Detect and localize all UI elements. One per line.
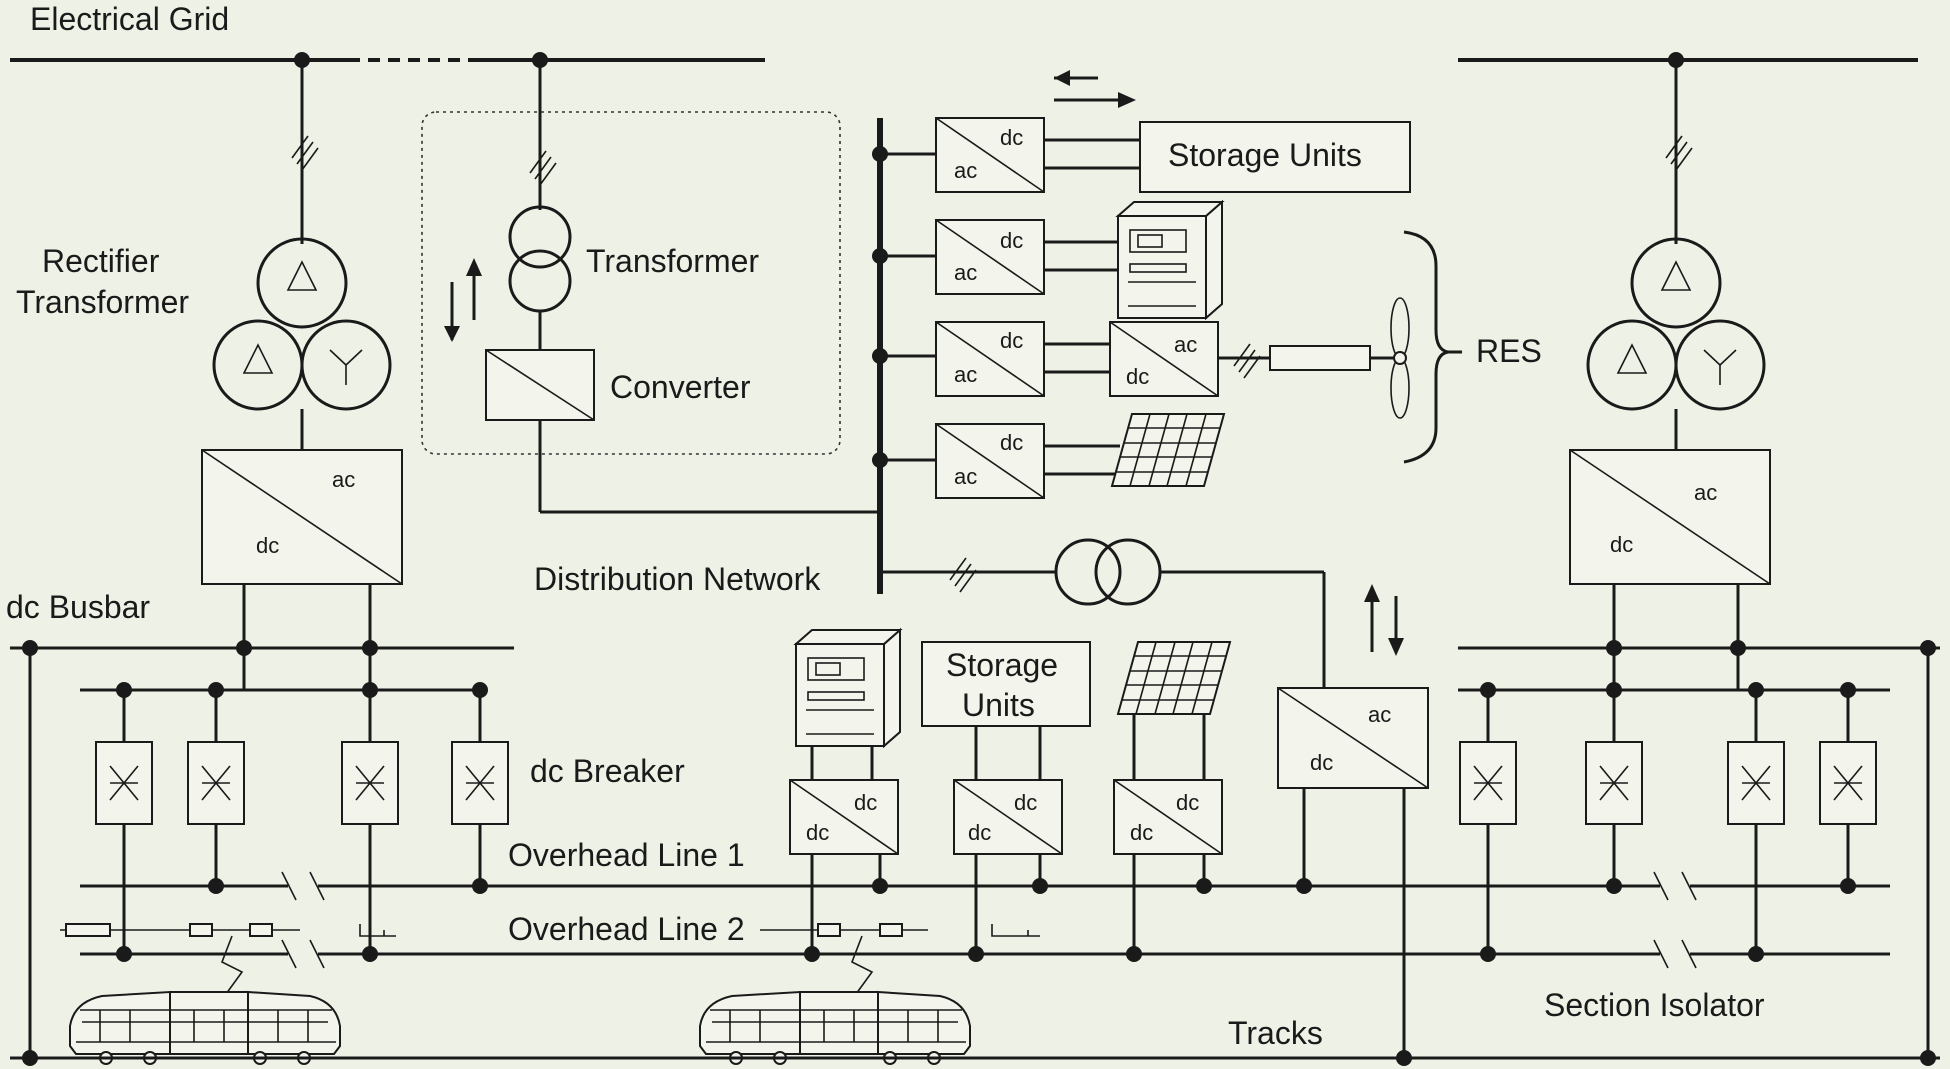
wind-branch xyxy=(880,230,1462,464)
overhead-line-1-label: Overhead Line 1 xyxy=(508,837,745,873)
trackside-solar-unit xyxy=(1113,641,1231,954)
distribution-network-label: Distribution Network xyxy=(534,561,821,597)
cabinet-icon xyxy=(1117,201,1223,319)
section-isolator-label: Section Isolator xyxy=(1544,987,1765,1023)
electrical-grid-right xyxy=(1458,52,1918,648)
rectifier-label-line2: Transformer xyxy=(16,284,189,320)
rectifier-transformer-left xyxy=(212,60,392,450)
storage-top-conv-ac: ac xyxy=(954,158,977,183)
trackside-cab-dc-bottom: dc xyxy=(806,820,829,845)
rectifier-right-dc: dc xyxy=(1610,532,1633,557)
storage-units-mid-line2: Units xyxy=(962,687,1035,723)
cabinet-branch xyxy=(880,201,1223,319)
storage-branch-top xyxy=(880,70,1411,193)
solar-branch-top xyxy=(880,413,1225,499)
dc-breaker-icon xyxy=(1585,741,1643,825)
res-label: RES xyxy=(1476,333,1542,369)
transformer-label: Transformer xyxy=(586,243,759,279)
catenary-left xyxy=(60,923,396,995)
solar-top-conv-ac: ac xyxy=(954,464,977,489)
wind-conv2-ac: ac xyxy=(1174,332,1197,357)
substation-box xyxy=(421,111,841,455)
grid-feeder-transformer xyxy=(485,60,880,514)
overhead-line-2-label: Overhead Line 2 xyxy=(508,911,745,947)
dc-breaker-icon xyxy=(341,741,399,825)
dc-breaker-icon xyxy=(451,741,509,825)
solar-panel-icon xyxy=(1117,641,1231,715)
tracks-label: Tracks xyxy=(1228,1015,1323,1051)
trackside-stor-dc-bottom: dc xyxy=(968,820,991,845)
cabinet-conv-ac: ac xyxy=(954,260,977,285)
dc-breaker-icon xyxy=(1819,741,1877,825)
wind-conv2-dc: dc xyxy=(1126,364,1149,389)
wind-conv1-dc: dc xyxy=(1000,328,1023,353)
trackside-solar-dc-top: dc xyxy=(1176,790,1199,815)
trackside-cab-dc-top: dc xyxy=(854,790,877,815)
rectifier-converter-left xyxy=(201,449,403,585)
dc-breaker-icon xyxy=(1459,741,1517,825)
converter-label: Converter xyxy=(610,369,751,405)
wind-conv1-ac: ac xyxy=(954,362,977,387)
bidirectional-arrows-transformer xyxy=(444,258,482,342)
dc-breaker-icon xyxy=(187,741,245,825)
train-icon-left xyxy=(69,991,341,1065)
trackside-cabinet-unit xyxy=(789,629,901,954)
overhead-line-2 xyxy=(80,939,1890,969)
track-conv-dc: dc xyxy=(1310,750,1333,775)
storage-units-top-label: Storage Units xyxy=(1168,137,1362,173)
rectifier-left-ac: ac xyxy=(332,467,355,492)
solar-panel-icon xyxy=(1111,413,1225,487)
rectifier-left-dc: dc xyxy=(256,533,279,558)
storage-top-conv-dc: dc xyxy=(1000,125,1023,150)
electrical-grid-left xyxy=(10,52,765,68)
cabinet-conv-dc: dc xyxy=(1000,228,1023,253)
trackside-solar-dc-bottom: dc xyxy=(1130,820,1153,845)
rectifier-right-ac: ac xyxy=(1694,480,1717,505)
dc-breaker-icon xyxy=(95,741,153,825)
solar-top-conv-dc: dc xyxy=(1000,430,1023,455)
distribution-feeder xyxy=(880,538,1404,688)
rectifier-label-line1: Rectifier xyxy=(42,243,160,279)
dc-breaker-icon xyxy=(1727,741,1785,825)
breaker-bus-left xyxy=(80,648,509,954)
dc-breaker-label: dc Breaker xyxy=(530,753,685,789)
track-conv-ac: ac xyxy=(1368,702,1391,727)
trackside-storage-unit xyxy=(921,641,1091,954)
overhead-line-1 xyxy=(80,871,1890,901)
cabinet-icon xyxy=(795,629,901,747)
dc-busbar-label: dc Busbar xyxy=(6,589,150,625)
trackside-stor-dc-top: dc xyxy=(1014,790,1037,815)
electrical-grid-label: Electrical Grid xyxy=(30,1,229,37)
tracks xyxy=(10,1050,1940,1066)
train-icon-middle xyxy=(699,991,971,1065)
dc-busbar-right xyxy=(1458,640,1940,1058)
track-converter xyxy=(1277,687,1429,1058)
breaker-bus-right xyxy=(1458,648,1890,954)
catenary-middle xyxy=(760,923,1040,995)
storage-units-mid-line1: Storage xyxy=(946,647,1058,683)
